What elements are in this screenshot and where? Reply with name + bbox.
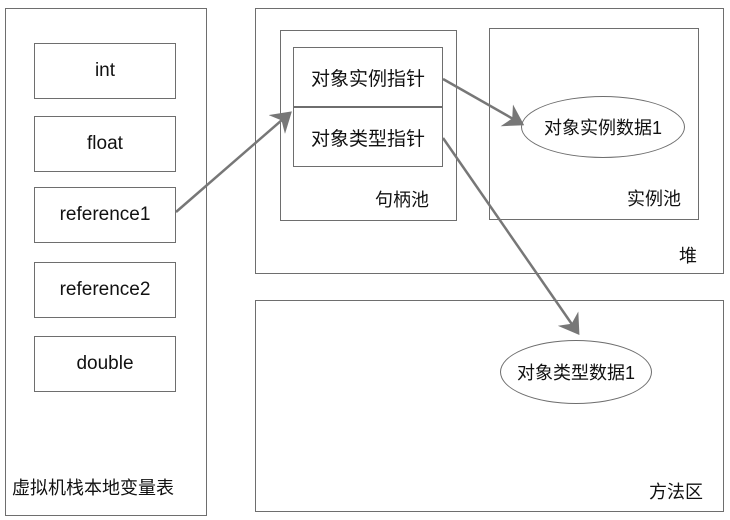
slot-reference2: reference2 [34, 262, 176, 318]
handle-pool-title: 句柄池 [375, 190, 429, 210]
type-data-label: 对象类型数据1 [516, 363, 635, 383]
slot-int-label: int [94, 60, 116, 81]
instance-pointer-label: 对象实例指针 [310, 68, 425, 90]
slot-float: float [34, 116, 176, 172]
slot-double-label: double [76, 353, 134, 374]
slot-int: int [34, 43, 176, 99]
local-variable-table: int float reference1 reference2 double 虚… [5, 8, 207, 516]
heap-title: 堆 [679, 246, 697, 266]
type-pointer: 对象类型指针 [293, 107, 443, 167]
method-area: 方法区 [255, 300, 724, 512]
slot-reference1: reference1 [34, 187, 176, 243]
type-pointer-label: 对象类型指针 [310, 128, 425, 150]
slot-reference1-label: reference1 [59, 204, 151, 225]
type-data-ellipse: 对象类型数据1 [500, 340, 652, 404]
slot-float-label: float [87, 133, 123, 154]
slot-reference2-label: reference2 [59, 279, 151, 300]
instance-pointer: 对象实例指针 [293, 47, 443, 107]
slot-double: double [34, 336, 176, 392]
instance-pool-title: 实例池 [627, 189, 681, 209]
local-variable-table-title: 虚拟机栈本地变量表 [12, 478, 174, 498]
instance-data-ellipse: 对象实例数据1 [521, 96, 685, 158]
instance-data-label: 对象实例数据1 [543, 118, 662, 138]
method-area-title: 方法区 [649, 482, 703, 502]
